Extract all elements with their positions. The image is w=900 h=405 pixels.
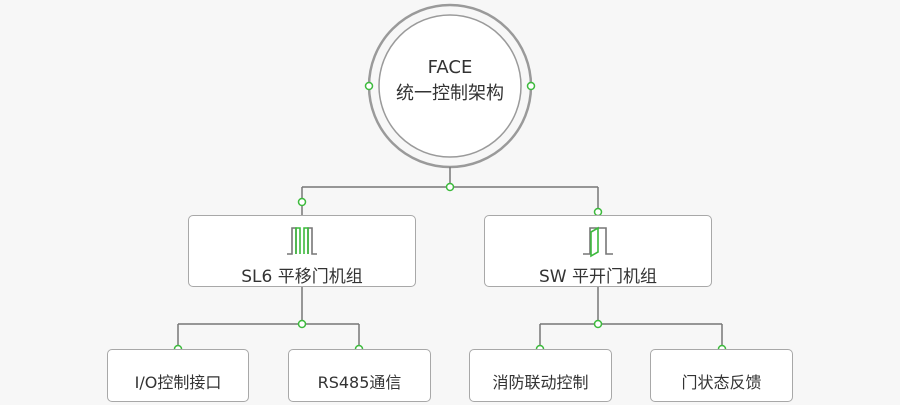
root-side-dot-left xyxy=(364,81,374,91)
feature-box-io xyxy=(107,349,249,402)
unit-connectors xyxy=(177,287,723,349)
root-subtitle: 统一控制架构 xyxy=(396,83,504,104)
unit-1-bottom-dot xyxy=(297,319,307,329)
feature-box-door-status xyxy=(650,349,793,402)
unit-2-bottom-dot xyxy=(593,319,603,329)
root-junction-dot xyxy=(445,182,455,192)
feature-box-fire-linkage xyxy=(469,349,612,402)
unit-1-top-dot xyxy=(297,197,307,207)
unit-box-sw xyxy=(484,215,712,287)
feature-label-io: I/O控制接口 xyxy=(134,373,222,392)
unit-label-sl6: SL6 平移门机组 xyxy=(241,267,363,287)
feature-label-fire-linkage: 消防联动控制 xyxy=(492,373,589,392)
root-node: FACE 统一控制架构 xyxy=(380,55,520,107)
unit-label-sw: SW 平开门机组 xyxy=(538,267,657,287)
sliding-door-icon xyxy=(287,227,317,255)
feature-label-door-status: 门状态反馈 xyxy=(681,373,762,392)
feature-label-rs485: RS485通信 xyxy=(317,373,402,392)
root-side-dot-right xyxy=(526,81,536,91)
swing-door-icon xyxy=(583,226,613,258)
root-title: FACE xyxy=(427,57,473,78)
unit-box-sl6 xyxy=(188,215,416,287)
root-inner-circle xyxy=(378,14,522,158)
feature-box-rs485 xyxy=(288,349,431,402)
